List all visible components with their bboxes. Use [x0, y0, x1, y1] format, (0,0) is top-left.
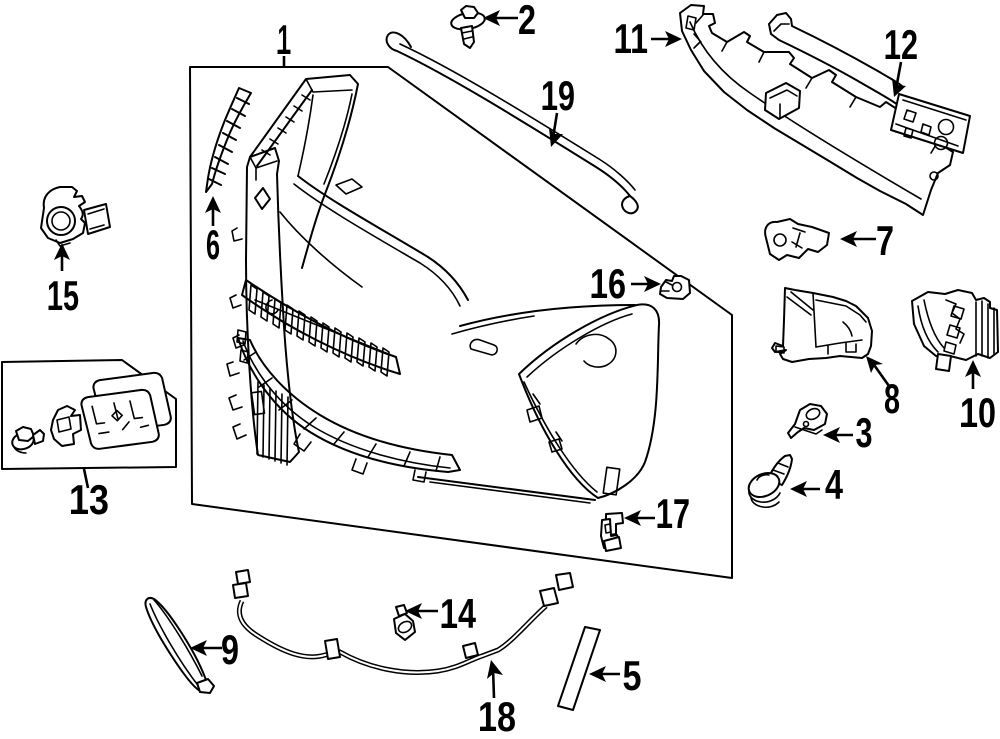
svg-text:13: 13: [69, 476, 109, 523]
svg-text:14: 14: [440, 590, 476, 637]
svg-text:11: 11: [614, 15, 648, 62]
svg-text:10: 10: [960, 389, 996, 436]
svg-text:2: 2: [518, 0, 536, 43]
svg-text:18: 18: [478, 693, 516, 739]
svg-text:3: 3: [856, 409, 873, 456]
svg-text:1: 1: [278, 16, 291, 63]
svg-text:12: 12: [884, 21, 918, 68]
svg-text:7: 7: [876, 217, 894, 264]
svg-text:17: 17: [656, 490, 690, 537]
svg-text:19: 19: [541, 72, 575, 119]
svg-text:16: 16: [590, 260, 626, 307]
svg-text:6: 6: [206, 221, 220, 268]
svg-text:9: 9: [221, 626, 239, 673]
svg-text:15: 15: [47, 272, 79, 319]
svg-text:8: 8: [884, 375, 900, 422]
svg-text:4: 4: [825, 461, 843, 508]
svg-text:5: 5: [623, 652, 642, 699]
